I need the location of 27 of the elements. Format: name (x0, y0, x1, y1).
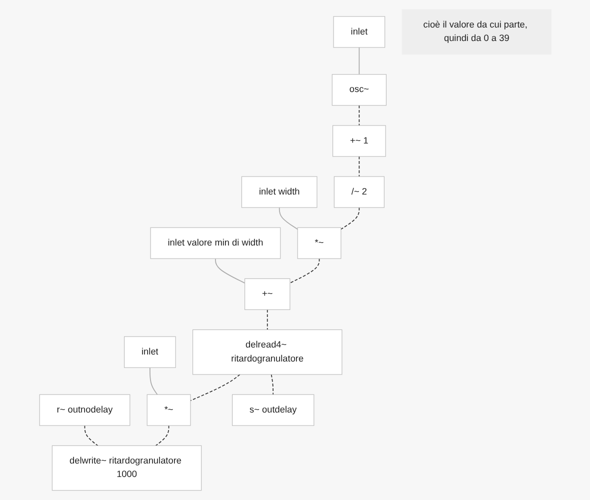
node-box: r~ outnodelay (38, 394, 130, 426)
node-box: inlet (332, 16, 385, 48)
connector (278, 207, 298, 230)
node-box: inlet width (241, 176, 317, 208)
node-box: s~ outdelay (232, 394, 314, 426)
connector (358, 47, 360, 75)
node-box: osc~ (331, 74, 386, 106)
connector (190, 374, 240, 402)
connector (289, 258, 320, 284)
node-box: +~ 1 (332, 125, 386, 157)
connector (340, 207, 360, 230)
node-box: /~ 2 (334, 176, 384, 208)
connector (214, 258, 245, 284)
connector (84, 425, 98, 446)
connector (270, 374, 274, 395)
connector (154, 425, 169, 446)
connector (149, 367, 158, 395)
node-box: *~ (146, 394, 190, 426)
connector (358, 104, 360, 126)
connector (358, 156, 360, 177)
node-box: +~ (244, 278, 290, 310)
node-box: inlet valore min di width (150, 227, 280, 259)
connector (266, 309, 268, 330)
node-box: delread4~ ritardogranulatore (192, 329, 342, 375)
node-box: *~ (296, 227, 341, 259)
node-box: delwrite~ ritardogranulatore 1000 (52, 445, 202, 491)
node-box: inlet (124, 336, 176, 368)
